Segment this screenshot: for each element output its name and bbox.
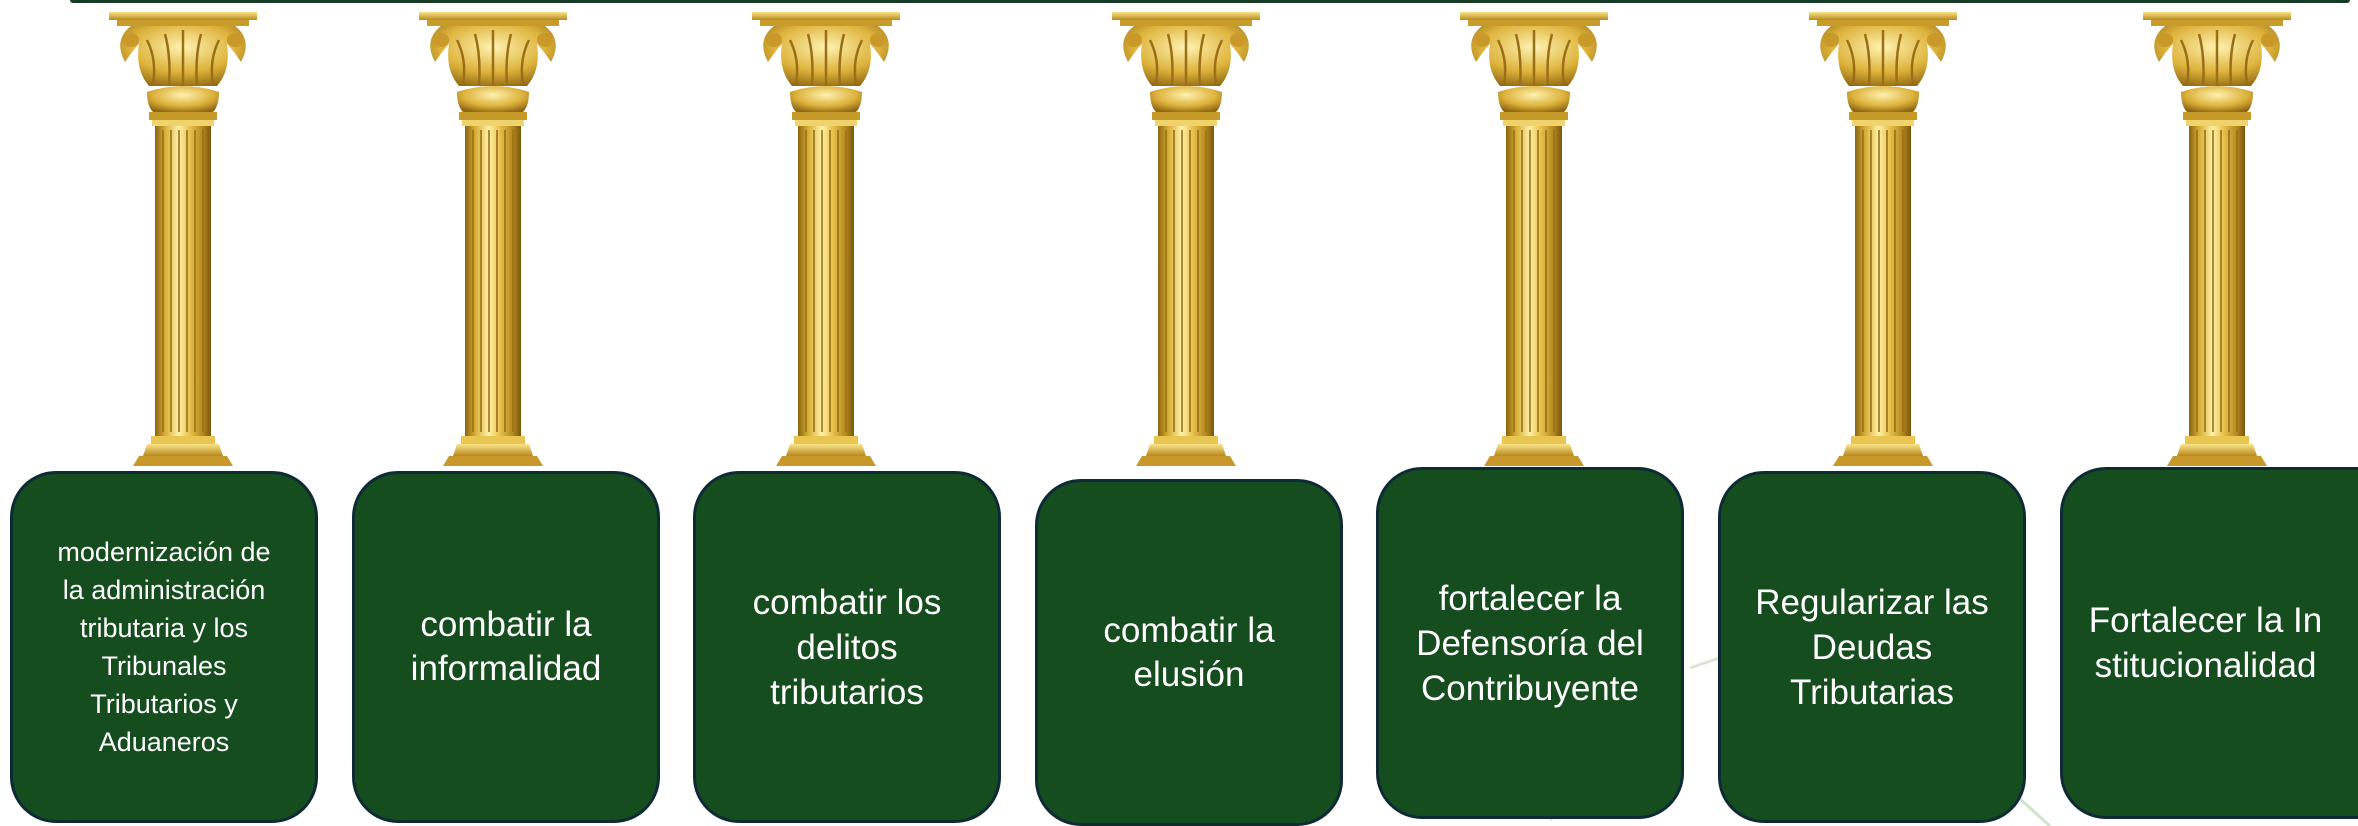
top-banner-edge: [70, 0, 2350, 3]
corinthian-column-icon: [2141, 10, 2293, 468]
corinthian-column-icon: [1110, 10, 1262, 468]
corinthian-column-icon: [417, 10, 569, 468]
pillar-6-label: Regularizar las Deudas Tributarias: [1755, 582, 1989, 712]
corinthian-column-icon: [1807, 10, 1959, 468]
pillar-5-label: fortalecer la Defensoría del Contribuyen…: [1416, 578, 1644, 708]
pillar-4-box: combatir la elusión: [1035, 479, 1343, 826]
pillar-2-box: combatir la informalidad: [352, 471, 660, 823]
pillar-5-box: fortalecer la Defensoría del Contribuyen…: [1376, 467, 1684, 819]
pillar-3-box: combatir los delitos tributarios: [693, 471, 1001, 823]
pillar-3-label: combatir los delitos tributarios: [752, 582, 942, 712]
pillar-7-label: Fortalecer la Institucionalidad: [2088, 601, 2323, 685]
pillar-2-label: combatir la informalidad: [410, 605, 602, 688]
corinthian-column-icon: [750, 10, 902, 468]
pillar-1-box: modernización de la administración tribu…: [10, 471, 318, 823]
pillar-1-label: modernización de la administración tribu…: [57, 537, 271, 757]
pillar-6-box: Regularizar las Deudas Tributarias: [1718, 471, 2026, 823]
corinthian-column-icon: [107, 10, 259, 468]
pillar-7-box: Fortalecer la Institucionalidad: [2060, 467, 2358, 819]
pillar-4-label: combatir la elusión: [1103, 610, 1275, 694]
corinthian-column-icon: [1458, 10, 1610, 468]
